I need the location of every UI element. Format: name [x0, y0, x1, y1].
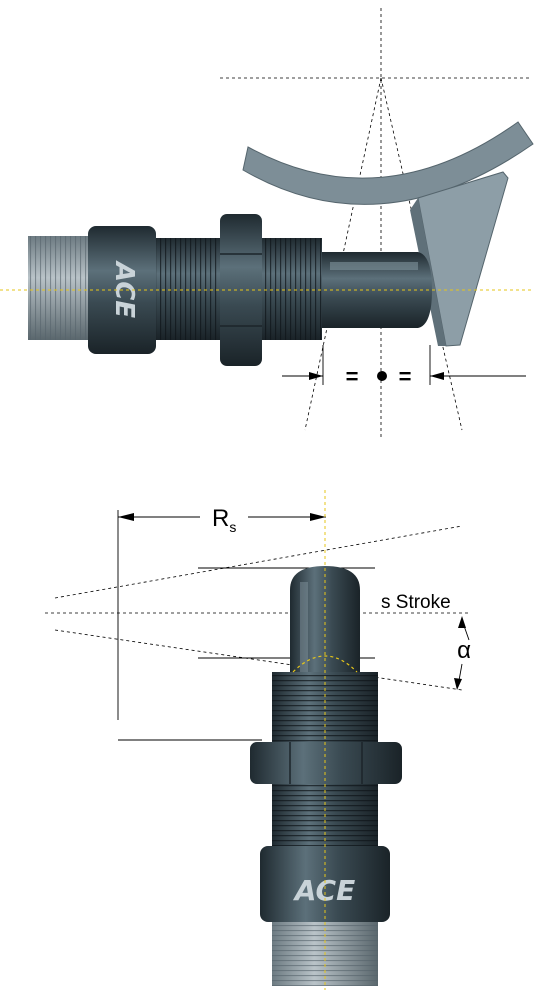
arrow-right-icon — [430, 372, 444, 380]
brand-logo-top: ACE — [109, 260, 139, 318]
stroke-label: s Stroke — [381, 592, 451, 613]
angle-arrow-down-icon — [454, 678, 462, 690]
rod-highlight-vertical — [300, 582, 308, 672]
angle-label: α — [457, 637, 471, 664]
radius-arrow-left-icon — [118, 513, 134, 521]
swing-arm — [242, 121, 534, 205]
radius-label: Rs — [212, 505, 236, 535]
lock-nut-vertical — [250, 742, 402, 784]
top-view: ACE = = — [0, 8, 534, 440]
equal-sign-right: = — [399, 364, 412, 389]
thread-section-2-grooves — [262, 238, 322, 340]
bottom-view: Rs ACE s Stroke — [45, 490, 471, 990]
main-body-vertical — [260, 846, 390, 922]
radius-arrow-right-icon — [310, 513, 326, 521]
brand-logo-bottom: ACE — [293, 874, 355, 907]
impact-plate — [417, 171, 509, 347]
thread-section-1-grooves — [156, 238, 220, 340]
angle-arrow-up-icon — [458, 616, 466, 628]
center-dot — [377, 371, 387, 381]
equal-sign-left: = — [346, 364, 359, 389]
arrow-left-icon — [309, 372, 323, 380]
piston-rod — [320, 252, 432, 328]
yellow-arc — [292, 655, 358, 673]
converging-line-upper — [54, 525, 463, 599]
converging-line-lower — [54, 629, 463, 691]
outer-thread-grooves — [28, 236, 92, 340]
rod-highlight — [330, 262, 418, 270]
